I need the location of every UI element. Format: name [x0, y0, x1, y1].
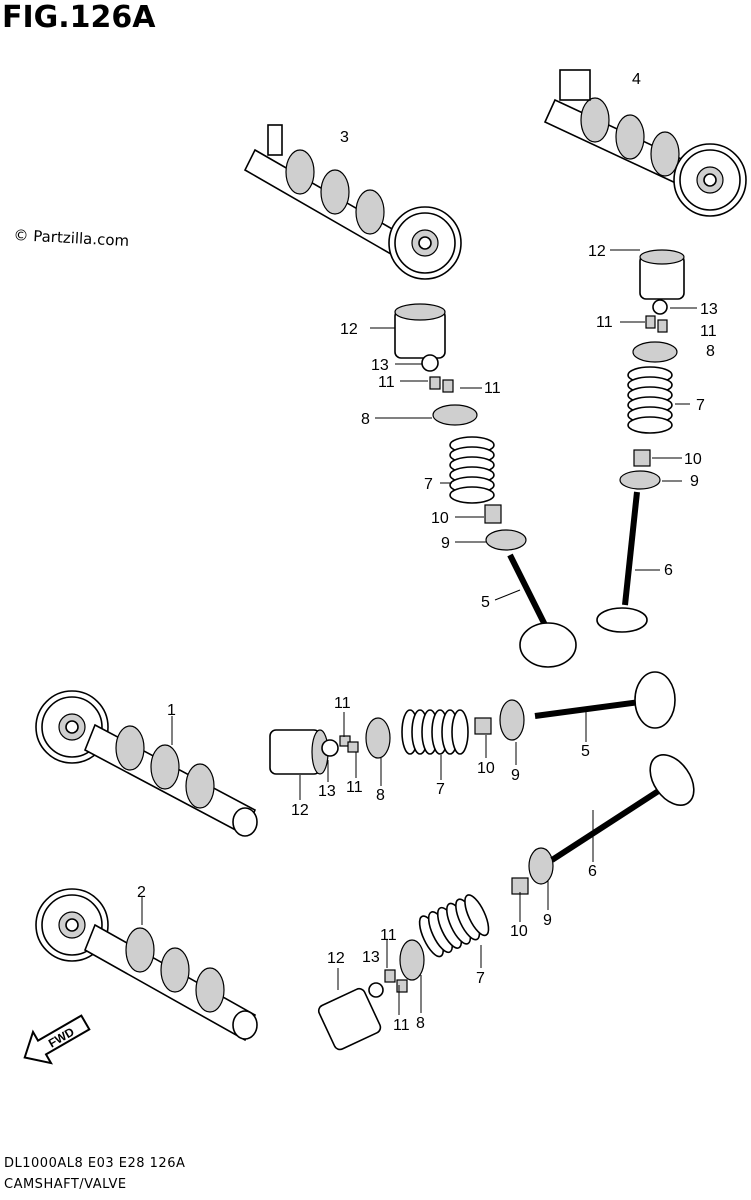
callout-9-left: 9: [441, 535, 450, 552]
callout-10-mid: 10: [477, 760, 495, 777]
callout-1: 1: [167, 702, 176, 719]
callout-2: 2: [137, 884, 146, 901]
footer-section-title: CAMSHAFT/VALVE: [4, 1177, 127, 1192]
callout-11-mid-b: 11: [346, 779, 363, 796]
callout-10-bottom: 10: [510, 923, 528, 940]
callout-8-right: 8: [706, 343, 715, 360]
footer-model-codes: DL1000AL8 E03 E28 126A: [4, 1156, 186, 1171]
camshaft-2: [35, 888, 258, 1042]
callout-5-left: 5: [481, 594, 490, 611]
callout-3: 3: [340, 129, 349, 146]
camshaft-3: [243, 124, 462, 280]
valve-assembly-left: [394, 303, 577, 668]
callout-11-mid-a: 11: [334, 695, 351, 712]
callout-7-left: 7: [424, 476, 433, 493]
callout-10-right: 10: [684, 451, 702, 468]
callout-8-left: 8: [361, 411, 370, 428]
callout-12-right: 12: [588, 243, 606, 260]
callout-11-bottom-b: 11: [393, 1017, 410, 1034]
fwd-arrow-icon: FWD: [23, 1014, 91, 1065]
camshaft-1: [35, 690, 258, 837]
callout-13-right: 13: [700, 301, 718, 318]
callout-9-bottom: 9: [543, 912, 552, 929]
callout-10-left: 10: [431, 510, 449, 527]
callout-13-mid: 13: [318, 783, 336, 800]
callout-9-mid: 9: [511, 767, 520, 784]
callouts: 1 2 3 4 12 13 11 11 8 7 10 9 5 12 13 11 …: [137, 71, 718, 1034]
valve-assembly-bottom: [317, 754, 695, 1051]
callout-8-bottom: 8: [416, 1015, 425, 1032]
callout-5-mid: 5: [581, 743, 590, 760]
camshaft-4: [543, 69, 747, 217]
leader-lines: [141, 249, 697, 1015]
callout-11-bottom-a: 11: [380, 927, 397, 944]
valve-assembly-horizontal: [269, 671, 676, 775]
callout-13-bottom: 13: [362, 949, 380, 966]
callout-12-bottom: 12: [327, 950, 345, 967]
callout-6-bottom: 6: [588, 863, 597, 880]
callout-6-right: 6: [664, 562, 673, 579]
callout-9-right: 9: [690, 473, 699, 490]
callout-13-left: 13: [371, 357, 389, 374]
callout-11-left-b: 11: [484, 380, 501, 397]
callout-7-mid: 7: [436, 781, 445, 798]
callout-11-left-a: 11: [378, 374, 395, 391]
figure-title: FIG.126A: [2, 0, 156, 35]
valve-assembly-right: [596, 249, 685, 633]
callout-7-right: 7: [696, 397, 705, 414]
callout-11-right-b: 11: [700, 323, 717, 340]
callout-11-right-a: 11: [596, 314, 613, 331]
callout-12-mid: 12: [291, 802, 309, 819]
callout-4: 4: [632, 71, 641, 88]
callout-12-left: 12: [340, 321, 358, 338]
callout-8-mid: 8: [376, 787, 385, 804]
callout-7-bottom: 7: [476, 970, 485, 987]
